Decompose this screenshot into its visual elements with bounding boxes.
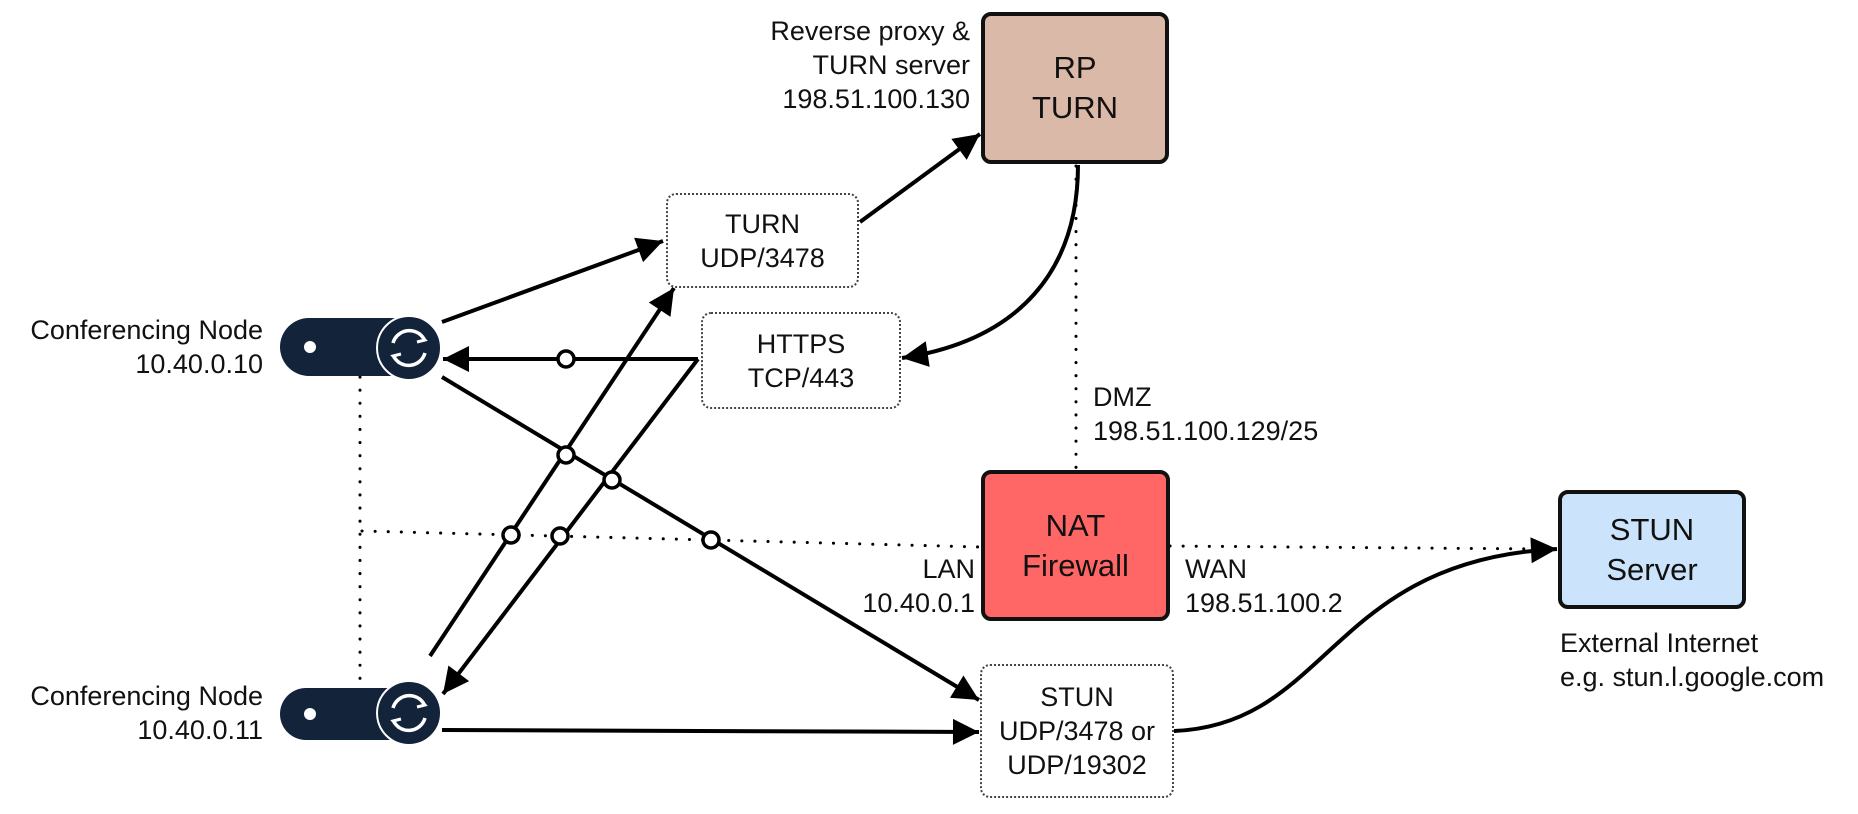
nat-firewall-box: NAT Firewall: [981, 470, 1170, 621]
stun-to-stun-server-arrow: [1173, 537, 1558, 733]
box-title: RP: [1053, 50, 1097, 85]
turn-protocol-box: TURN UDP/3478: [666, 193, 859, 288]
conferencing-node-1-icon: [280, 315, 442, 381]
rp-turn-ip: 198.51.100.130: [782, 84, 970, 114]
node1-to-turn-arrow: [441, 237, 664, 324]
line-jump: [501, 525, 521, 545]
lan-ip: 10.40.0.1: [862, 588, 975, 618]
wan-segment: [1168, 544, 1542, 551]
rp-to-https-arrow: [901, 164, 1080, 367]
dmz-label: DMZ 198.51.100.129/25: [1093, 380, 1318, 448]
sync-icon: [390, 328, 428, 368]
stun-server-box: STUN Server: [1558, 490, 1746, 609]
protocol-port: UDP/3478: [700, 242, 825, 273]
node2-to-stun-arrow: [441, 718, 980, 745]
protocol-port: UDP/3478 or: [998, 716, 1156, 746]
protocol-port: UDP/19302: [1007, 750, 1147, 780]
protocol-port: TCP/443: [747, 362, 855, 393]
caption-line: TURN server: [812, 50, 970, 80]
caption-line: Reverse proxy &: [770, 16, 970, 46]
dmz-name: DMZ: [1093, 382, 1152, 412]
turn-to-rp-arrow: [858, 132, 982, 224]
lan-segment-horizontal: [360, 529, 983, 549]
box-title: STUN: [1609, 511, 1695, 547]
stun-server-caption: External Internet e.g. stun.l.google.com: [1560, 626, 1824, 694]
stun-protocol-box: STUN UDP/3478 or UDP/19302: [980, 664, 1174, 798]
dmz-subnet: 198.51.100.129/25: [1093, 416, 1319, 446]
wan-ip: 198.51.100.2: [1185, 588, 1343, 618]
line-jump: [556, 349, 576, 369]
node-ip: 10.40.0.10: [135, 349, 263, 379]
box-title: TURN: [1031, 90, 1119, 125]
conferencing-node-2-label: Conferencing Node 10.40.0.11: [0, 679, 263, 747]
box-title: Firewall: [1022, 547, 1129, 583]
conferencing-node-1-label: Conferencing Node 10.40.0.10: [0, 313, 263, 381]
node-ip: 10.40.0.11: [137, 715, 263, 745]
protocol-name: HTTPS: [756, 328, 846, 359]
rp-turn-server-box: RP TURN: [981, 12, 1169, 164]
node2-to-turn-arrow: [428, 286, 676, 658]
box-title: NAT: [1045, 507, 1106, 543]
lan-label: LAN 10.40.0.1: [820, 552, 975, 620]
box-title: Server: [1606, 551, 1698, 587]
line-jump: [550, 526, 570, 546]
node-name: Conferencing Node: [30, 681, 263, 711]
conferencing-node-2-icon: [280, 680, 442, 746]
https-to-node2-arrow: [441, 357, 700, 696]
line-jump: [556, 445, 576, 465]
wan-label: WAN 198.51.100.2: [1185, 552, 1343, 620]
rp-turn-caption: Reverse proxy & TURN server 198.51.100.1…: [700, 14, 970, 116]
stun-server-host: e.g. stun.l.google.com: [1560, 662, 1825, 692]
line-jump: [701, 530, 721, 550]
node-name: Conferencing Node: [30, 315, 263, 345]
protocol-name: TURN: [725, 208, 800, 239]
wan-name: WAN: [1185, 554, 1247, 584]
https-protocol-box: HTTPS TCP/443: [701, 312, 901, 409]
sync-icon: [390, 693, 428, 733]
lan-name: LAN: [922, 554, 975, 584]
line-jump: [602, 470, 622, 490]
protocol-name: STUN: [1040, 682, 1114, 712]
caption-line: External Internet: [1560, 628, 1759, 658]
